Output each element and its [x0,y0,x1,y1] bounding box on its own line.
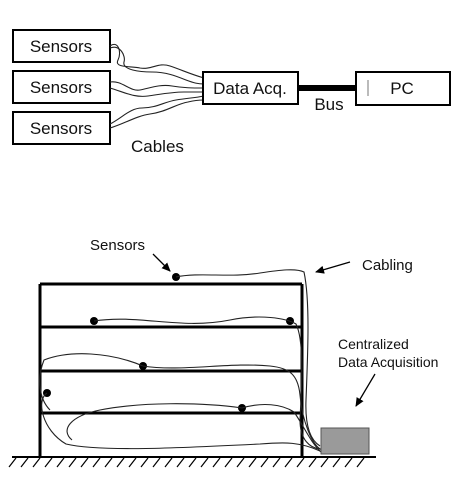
hatch-mark [248,457,257,468]
sensor-box-2: Sensors [12,70,111,104]
hatch-mark [176,457,185,468]
pc-label: PC [390,79,414,98]
building-diagram: Sensors Cabling Centralized Data Acquisi… [8,237,438,468]
hatch-mark [188,457,197,468]
hatch-mark [8,457,17,468]
sensor-cables [109,43,205,129]
hatch-mark [272,457,281,468]
system-diagram: Sensors Sensors Sensors Cables Data Acq. [12,29,451,156]
pc-box: PC [355,71,451,106]
hatch-mark [224,457,233,468]
hatch-mark [116,457,125,468]
building-sensors [43,273,294,412]
hatch-mark [296,457,305,468]
cabling-arrow [315,261,351,274]
hatch-mark [212,457,221,468]
centralized-label-line2: Data Acquisition [338,354,438,370]
hatch-mark [164,457,173,468]
hatch-mark [128,457,137,468]
hatch-mark [32,457,41,468]
sensor-box-3-label: Sensors [30,119,92,138]
sensors-label: Sensors [90,237,145,254]
hatch-mark [152,457,161,468]
hatch-mark [260,457,269,468]
hatch-mark [104,457,113,468]
sensor-box-1: Sensors [12,29,111,63]
hatch-mark [308,457,317,468]
building-frame [38,282,304,456]
building-cabling [39,269,323,454]
data-acq-box: Data Acq. [202,71,299,105]
bus-label: Bus [314,95,343,114]
hatch-mark [92,457,101,468]
sensor-box-3: Sensors [12,111,111,145]
hatch-mark [356,457,365,468]
hatch-mark [284,457,293,468]
data-acq-label: Data Acq. [213,79,287,98]
cables-label: Cables [131,137,184,156]
hatch-mark [332,457,341,468]
hatch-mark [200,457,209,468]
sensor-box-1-label: Sensors [30,37,92,56]
sensor-box-2-label: Sensors [30,78,92,97]
centralized-arrow [355,373,376,407]
ground-hatching [8,457,365,468]
hatch-mark [56,457,65,468]
hatch-mark [44,457,53,468]
centralized-data-acq-box [320,427,370,455]
hatch-mark [236,457,245,468]
hatch-mark [20,457,29,468]
sensors-arrow [152,253,171,272]
hatch-mark [140,457,149,468]
cabling-label: Cabling [362,257,413,274]
hatch-mark [68,457,77,468]
hatch-mark [344,457,353,468]
centralized-label-line1: Centralized [338,336,409,352]
hatch-mark [80,457,89,468]
hatch-mark [320,457,329,468]
